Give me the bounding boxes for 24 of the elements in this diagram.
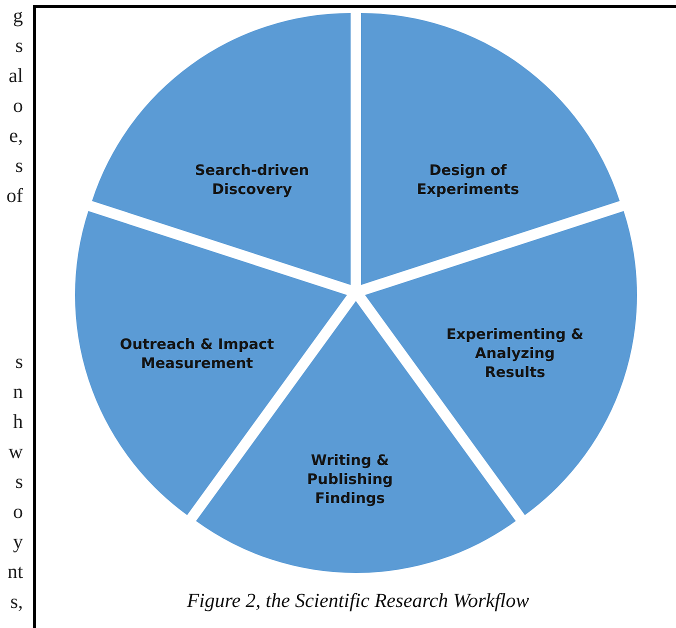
body-text-fragment: s, [10, 590, 23, 614]
body-text-fragment: o [13, 94, 23, 118]
body-text-fragment: s [15, 154, 23, 178]
body-text-fragment: h [13, 410, 23, 434]
slice-label: Experimenting & Analyzing Results [445, 326, 585, 384]
body-text-fragment: s [15, 470, 23, 494]
slice-label: Design of Experiments [416, 162, 520, 200]
body-text-fragment: s [15, 34, 23, 58]
figure-caption: Figure 2, the Scientific Research Workflow [186, 590, 530, 613]
body-text-fragment: of [6, 184, 23, 208]
body-text-fragment: al [8, 64, 23, 88]
body-text-fragment: o [13, 500, 23, 524]
body-text-fragment: nt [7, 560, 23, 584]
body-text-fragment: n [13, 380, 23, 404]
body-text-fragment: w [8, 440, 23, 464]
pie-slice [92, 12, 351, 285]
slice-label: Search-driven Discovery [194, 162, 310, 200]
body-text-fragment: e, [9, 124, 23, 148]
body-text-fragment: y [13, 530, 23, 554]
body-text-fragment: s [15, 350, 23, 374]
slice-label: Outreach & Impact Measurement [118, 336, 276, 374]
pie-slice [361, 12, 620, 285]
body-text-fragment: g [13, 4, 23, 28]
slice-label: Writing & Publishing Findings [306, 452, 394, 508]
